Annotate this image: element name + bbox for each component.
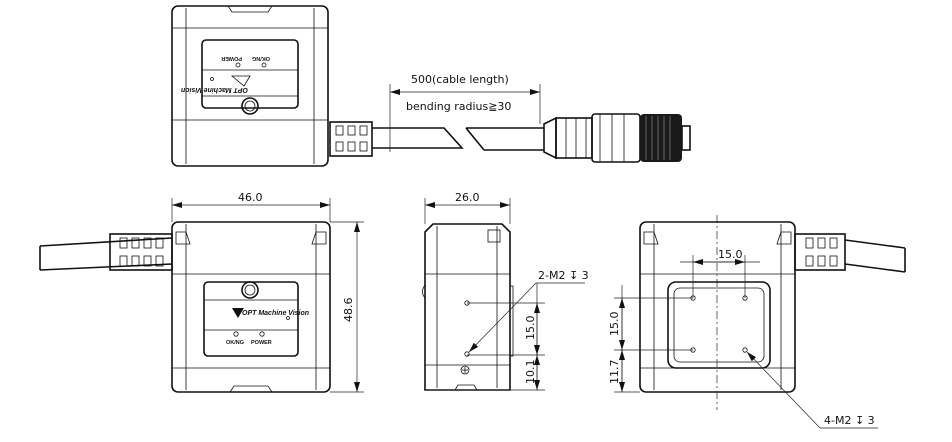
top-logo: OPT Machine Vision bbox=[181, 86, 248, 93]
front-logo-icon bbox=[232, 308, 244, 318]
cable-gland-icon bbox=[329, 121, 373, 157]
top-logo-icon bbox=[230, 75, 251, 87]
front-logo: OPT Machine Vision bbox=[242, 310, 309, 317]
side-hole-callout: 2-M2 ↧ 3 bbox=[538, 269, 589, 282]
bending-radius-label: bending radius≧30 bbox=[406, 100, 511, 113]
side-hole-spacing-dim: 15.0 bbox=[524, 316, 537, 341]
front-button-icon bbox=[241, 281, 259, 299]
front-led-ok-ng-label: OK/NG bbox=[226, 340, 244, 346]
top-view: POWER OK/NG 500(cable length) bbox=[171, 5, 691, 167]
back-hole-offset-dim: 11.7 bbox=[608, 360, 621, 385]
front-view: OPT Machine Vision OK/NG POWER 46.0 48.6 bbox=[39, 191, 364, 393]
top-button-icon bbox=[241, 97, 259, 115]
cable-length-label: 500(cable length) bbox=[411, 73, 509, 86]
back-hole-callout: 4-M2 ↧ 3 bbox=[824, 414, 875, 427]
back-view: 15.0 15.0 11.7 4-M2 ↧ 3 bbox=[608, 215, 906, 429]
side-view: 26.0 15.0 10.1 2-M2 ↧ 3 bbox=[422, 191, 589, 391]
front-led-power-label: POWER bbox=[251, 340, 272, 346]
back-hole-spacing-v-dim: 15.0 bbox=[608, 312, 621, 337]
top-led-power-label: POWER bbox=[221, 55, 242, 61]
front-width-dim: 46.0 bbox=[238, 191, 263, 204]
screw-icon bbox=[460, 365, 470, 375]
m12-connector-icon bbox=[543, 113, 691, 163]
back-hole-spacing-h-dim: 15.0 bbox=[718, 248, 743, 261]
side-depth-dim: 26.0 bbox=[455, 191, 480, 204]
front-height-dim: 48.6 bbox=[342, 298, 355, 323]
top-led-ok-ng-label: OK/NG bbox=[252, 55, 270, 61]
side-hole-offset-dim: 10.1 bbox=[524, 360, 537, 385]
